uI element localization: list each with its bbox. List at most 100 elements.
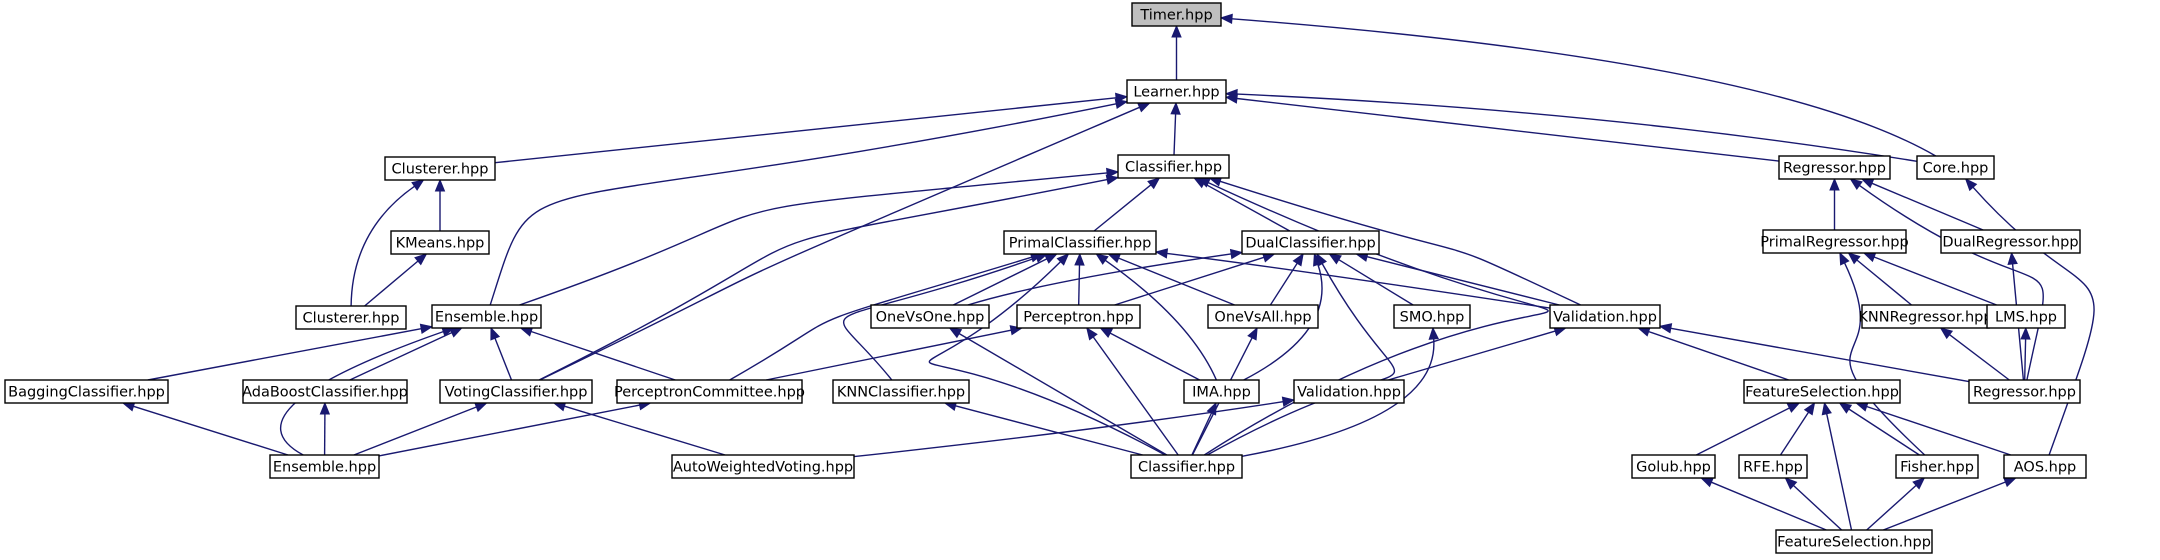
- node-box[interactable]: [1968, 379, 2081, 404]
- node-box[interactable]: [1631, 454, 1716, 479]
- node-label: Regressor.hpp: [1973, 385, 2076, 401]
- edge-fisher-to-feature-selection-top: [1838, 402, 1920, 456]
- node-validation-top[interactable]: Validation.hpp: [1549, 304, 1661, 329]
- node-ima[interactable]: IMA.hpp: [1183, 379, 1260, 404]
- node-one-vs-one[interactable]: OneVsOne.hpp: [870, 304, 990, 329]
- node-voting[interactable]: VotingClassifier.hpp: [439, 379, 593, 404]
- node-box[interactable]: [1986, 304, 2066, 329]
- node-box[interactable]: [242, 379, 408, 404]
- node-smo[interactable]: SMO.hpp: [1393, 304, 1471, 329]
- edge-line: [353, 406, 477, 456]
- node-ensemble-top[interactable]: Ensemble.hpp: [431, 304, 542, 329]
- node-box[interactable]: [1743, 379, 1901, 404]
- arrow-head: [1171, 24, 1182, 38]
- node-box[interactable]: [439, 379, 593, 404]
- node-box[interactable]: [269, 454, 380, 479]
- node-box[interactable]: [1241, 230, 1380, 255]
- node-box[interactable]: [1940, 229, 2081, 254]
- arrow-head: [1147, 177, 1161, 190]
- node-ensemble-bot[interactable]: Ensemble.hpp: [269, 454, 380, 479]
- edge-line: [928, 261, 1166, 456]
- node-box[interactable]: [390, 230, 490, 255]
- node-box[interactable]: [671, 454, 855, 479]
- node-box[interactable]: [616, 379, 803, 404]
- arrow-head: [1328, 253, 1342, 265]
- node-knn-classifier[interactable]: KNNClassifier.hpp: [832, 379, 970, 404]
- node-box[interactable]: [870, 304, 990, 329]
- arrow-head: [1821, 401, 1832, 416]
- node-rfe[interactable]: RFE.hpp: [1738, 454, 1808, 479]
- node-box[interactable]: [1778, 155, 1891, 180]
- node-dual-regressor[interactable]: DualRegressor.hpp: [1940, 229, 2081, 254]
- node-box[interactable]: [1183, 379, 1260, 404]
- node-dual-classifier[interactable]: DualClassifier.hpp: [1241, 230, 1380, 255]
- node-regressor-top[interactable]: Regressor.hpp: [1778, 155, 1891, 180]
- node-primal-classifier[interactable]: PrimalClassifier.hpp: [1003, 230, 1157, 255]
- edge-line: [1779, 411, 1810, 456]
- node-core[interactable]: Core.hpp: [1916, 155, 1995, 180]
- node-box[interactable]: [431, 304, 542, 329]
- node-box[interactable]: [1293, 379, 1405, 404]
- arrow-head: [948, 327, 963, 339]
- edge-ensemble-bot-to-adaboost: [319, 401, 331, 456]
- node-box[interactable]: [2003, 454, 2087, 479]
- node-box[interactable]: [1393, 304, 1471, 329]
- node-kmeans[interactable]: KMeans.hpp: [390, 230, 490, 255]
- node-box[interactable]: [1126, 79, 1227, 104]
- node-timer[interactable]: Timer.hpp: [1131, 2, 1222, 27]
- node-label: FeatureSelection.hpp: [1777, 535, 1931, 551]
- node-primal-regressor[interactable]: PrimalRegressor.hpp: [1760, 229, 1909, 254]
- node-box[interactable]: [1016, 304, 1141, 329]
- node-box[interactable]: [4, 379, 169, 404]
- node-validation-bot[interactable]: Validation.hpp: [1293, 379, 1405, 404]
- node-learner[interactable]: Learner.hpp: [1126, 79, 1227, 104]
- edge-line: [1648, 330, 1789, 381]
- node-bagging[interactable]: BaggingClassifier.hpp: [4, 379, 169, 404]
- edge-ensemble-bot-to-bagging: [121, 401, 289, 456]
- node-perceptron[interactable]: Perceptron.hpp: [1016, 304, 1141, 329]
- node-fisher[interactable]: Fisher.hpp: [1895, 454, 1979, 479]
- node-box[interactable]: [384, 156, 496, 181]
- arrow-head: [1086, 326, 1098, 341]
- edge-regressor-top-to-learner: [1224, 93, 1780, 162]
- node-knn-regressor[interactable]: KNNRegressor.hpp: [1858, 304, 1993, 329]
- node-box[interactable]: [1895, 454, 1979, 479]
- node-adaboost[interactable]: AdaBoostClassifier.hpp: [242, 379, 408, 404]
- edge-line: [1109, 332, 1200, 381]
- edge-line: [530, 330, 676, 381]
- edge-perceptron-to-dual-classifier: [1114, 252, 1276, 306]
- node-clusterer-top[interactable]: Clusterer.hpp: [384, 156, 496, 181]
- node-regressor-bot[interactable]: Regressor.hpp: [1968, 379, 2081, 404]
- node-box[interactable]: [1916, 155, 1995, 180]
- node-label: KNNRegressor.hpp: [1858, 310, 1992, 326]
- node-box[interactable]: [832, 379, 970, 404]
- edge-line: [133, 405, 289, 456]
- node-clusterer-bot[interactable]: Clusterer.hpp: [295, 305, 407, 330]
- node-box[interactable]: [1117, 154, 1230, 179]
- node-box[interactable]: [295, 305, 407, 330]
- node-feature-selection-bot[interactable]: FeatureSelection.hpp: [1775, 529, 1933, 554]
- arrow-head: [1658, 323, 1673, 334]
- arrow-head: [1056, 253, 1070, 266]
- node-perceptron-committee[interactable]: PerceptronCommittee.hpp: [614, 379, 805, 404]
- node-one-vs-all[interactable]: OneVsAll.hpp: [1207, 304, 1319, 329]
- node-lms[interactable]: LMS.hpp: [1986, 304, 2066, 329]
- node-classifier-top[interactable]: Classifier.hpp: [1117, 154, 1230, 179]
- edge-line: [1092, 336, 1179, 456]
- arrow-head: [1292, 252, 1304, 267]
- node-box[interactable]: [1003, 230, 1157, 255]
- node-box[interactable]: [1738, 454, 1808, 479]
- node-box[interactable]: [1207, 304, 1319, 329]
- arrow-head: [1229, 248, 1244, 260]
- node-feature-selection-top[interactable]: FeatureSelection.hpp: [1743, 379, 1901, 404]
- node-auto-weighted-voting[interactable]: AutoWeightedVoting.hpp: [671, 454, 855, 479]
- node-box[interactable]: [1775, 529, 1933, 554]
- node-box[interactable]: [1130, 454, 1243, 479]
- node-golub[interactable]: Golub.hpp: [1631, 454, 1716, 479]
- node-box[interactable]: [1762, 229, 1907, 254]
- node-classifier-bot[interactable]: Classifier.hpp: [1130, 454, 1243, 479]
- node-box[interactable]: [1131, 2, 1222, 27]
- node-aos[interactable]: AOS.hpp: [2003, 454, 2087, 479]
- node-box[interactable]: [1549, 304, 1661, 329]
